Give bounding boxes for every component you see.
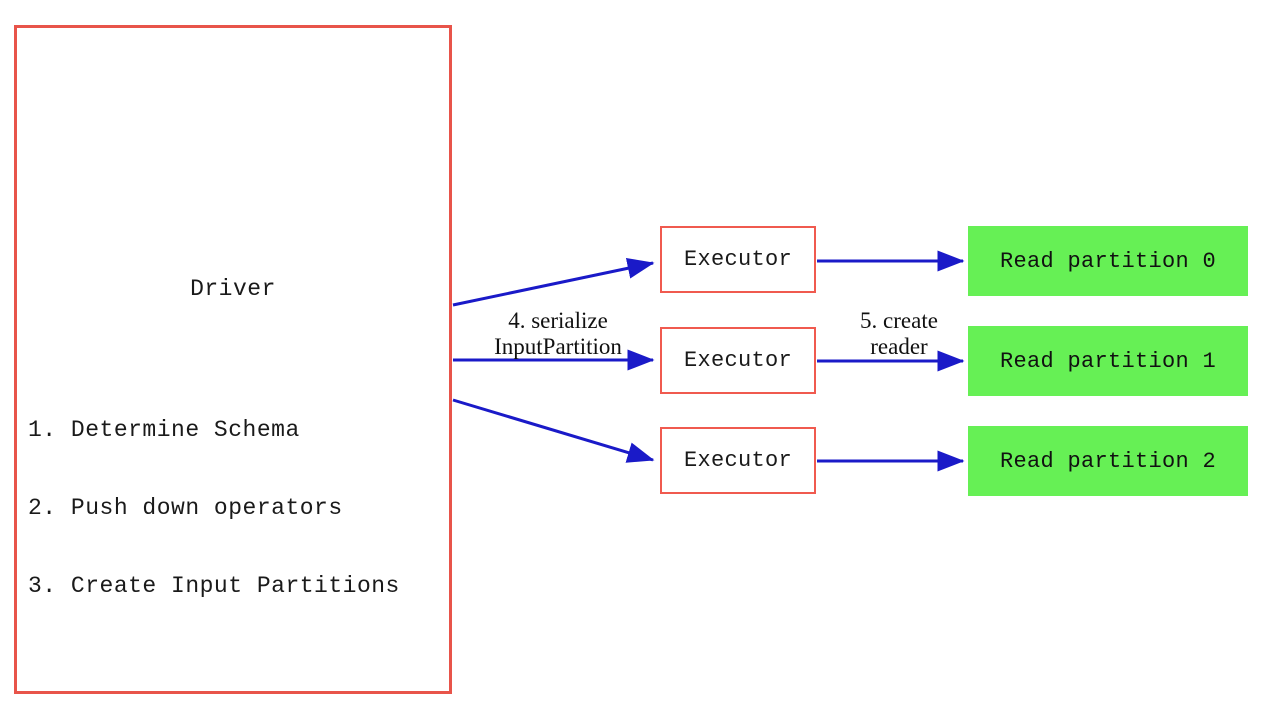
driver-steps-list: 1. Determine Schema 2. Push down operato…: [28, 365, 400, 651]
driver-step-3: 3. Create Input Partitions: [28, 573, 400, 599]
driver-title: Driver: [190, 276, 276, 302]
executor-box-2: Executor: [660, 327, 816, 394]
partition-box-1: Read partition 1: [968, 326, 1248, 396]
partition-label-2: Read partition 2: [999, 448, 1217, 474]
partition-label-1: Read partition 1: [999, 348, 1217, 374]
arrow-label-serialize-inputpartition: 4. serialize InputPartition: [458, 308, 658, 360]
partition-label-0: Read partition 0: [999, 248, 1217, 274]
partition-box-2: Read partition 2: [968, 426, 1248, 496]
executor-label-1: Executor: [683, 247, 793, 272]
executor-box-1: Executor: [660, 226, 816, 293]
partition-box-0: Read partition 0: [968, 226, 1248, 296]
driver-step-2: 2. Push down operators: [28, 495, 343, 521]
executor-box-3: Executor: [660, 427, 816, 494]
arrow-label-serialize-line-1: 4. serialize: [508, 308, 608, 333]
arrow-driver-to-executor-3: [452, 398, 655, 463]
driver-box: Driver 1. Determine Schema 2. Push down …: [14, 25, 452, 694]
driver-step-1: 1. Determine Schema: [28, 417, 300, 443]
arrow-label-create-reader-line-2: reader: [870, 334, 928, 359]
arrow-label-create-reader-line-1: 5. create: [860, 308, 938, 333]
executor-label-2: Executor: [683, 348, 793, 373]
arrow-label-create-reader: 5. create reader: [834, 308, 964, 360]
arrow-label-serialize-line-2: InputPartition: [494, 334, 622, 359]
arrow-driver-to-executor-1: [452, 257, 655, 307]
executor-label-3: Executor: [683, 448, 793, 473]
